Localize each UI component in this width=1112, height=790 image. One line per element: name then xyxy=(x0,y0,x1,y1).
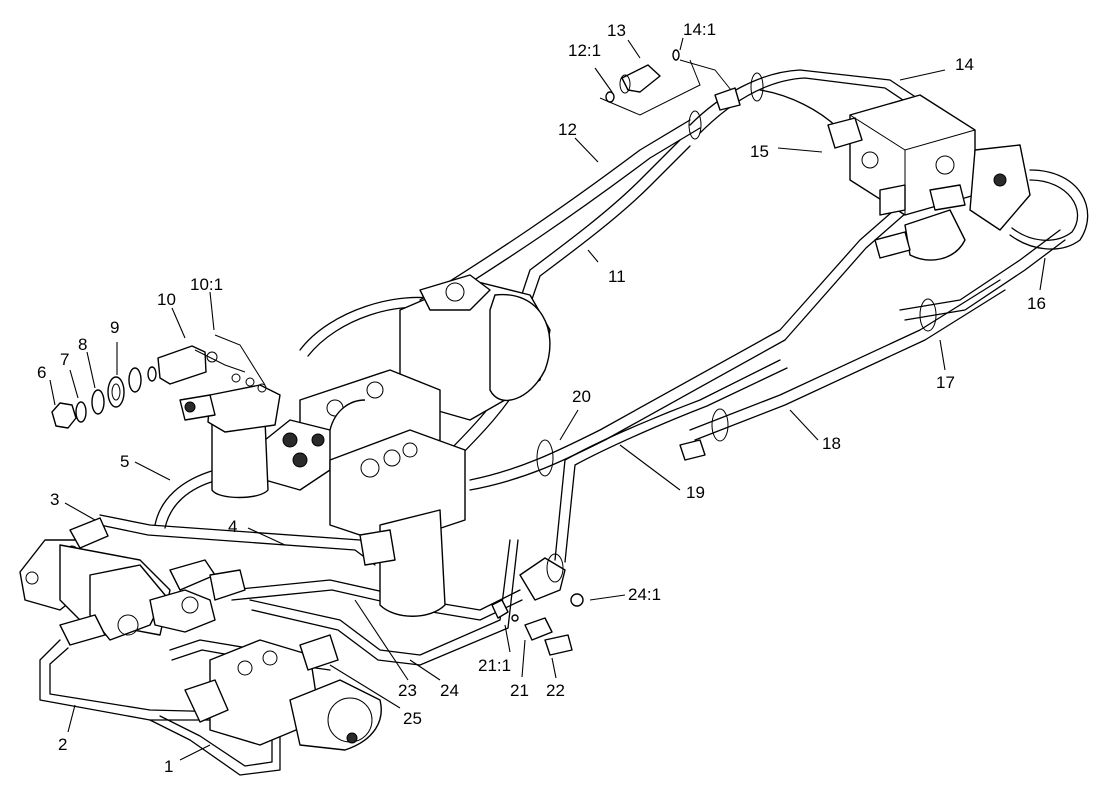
label-19: 19 xyxy=(686,483,705,502)
part-13-fitting xyxy=(599,49,741,116)
fitting-18-end xyxy=(679,439,706,461)
label-11: 11 xyxy=(608,267,626,286)
tube-2 xyxy=(39,639,231,721)
plate-10-1 xyxy=(194,334,266,386)
label-3: 3 xyxy=(50,490,59,509)
leader-lines xyxy=(49,37,1046,761)
hose-16 xyxy=(1009,169,1089,250)
label-18: 18 xyxy=(822,434,841,453)
label-25: 25 xyxy=(403,709,422,728)
label-21: 21 xyxy=(510,681,529,700)
label-20: 20 xyxy=(572,387,591,406)
tube-20 xyxy=(554,359,788,563)
label-23: 23 xyxy=(398,681,417,700)
label-2: 2 xyxy=(58,735,67,754)
label-8: 8 xyxy=(78,335,87,354)
bulkhead-fitting xyxy=(491,553,584,656)
fitting-stack xyxy=(51,345,218,429)
valve-block-15 xyxy=(827,94,1031,261)
label-7: 7 xyxy=(60,350,69,369)
tube-24 xyxy=(229,579,523,621)
label-24: 24 xyxy=(440,681,459,700)
label-15: 15 xyxy=(750,142,769,161)
left-pump-3 xyxy=(19,517,246,646)
clamp-17 xyxy=(919,298,937,332)
label-10-1: 10:1 xyxy=(190,275,223,294)
label-6: 6 xyxy=(37,363,46,382)
label-17: 17 xyxy=(936,373,955,392)
label-12-1: 12:1 xyxy=(568,41,601,60)
label-9: 9 xyxy=(110,318,119,337)
tube-18 xyxy=(689,279,1006,441)
label-10: 10 xyxy=(157,290,176,309)
filter-assembly xyxy=(179,373,281,499)
label-13: 13 xyxy=(607,21,626,40)
clamp-18 xyxy=(711,408,729,442)
tube-11 xyxy=(519,139,691,306)
label-16: 16 xyxy=(1027,294,1046,313)
main-pump-assembly xyxy=(264,274,551,617)
callout-labels: 1 2 3 4 5 6 7 8 9 10 10:1 11 12 12:1 13 … xyxy=(37,20,1046,776)
lower-pump-25 xyxy=(184,634,382,751)
label-24-1: 24:1 xyxy=(628,585,661,604)
label-1: 1 xyxy=(164,757,173,776)
label-14: 14 xyxy=(955,55,974,74)
label-22: 22 xyxy=(546,681,565,700)
tube-17 xyxy=(899,229,1066,321)
clamp-20 xyxy=(536,439,554,477)
label-14-1: 14:1 xyxy=(683,20,716,39)
label-12: 12 xyxy=(558,120,577,139)
tube-1 xyxy=(149,715,281,776)
label-5: 5 xyxy=(120,452,129,471)
tube-5 xyxy=(154,469,219,529)
label-4: 4 xyxy=(228,517,237,536)
label-21-1: 21:1 xyxy=(478,656,511,675)
clamp-upper xyxy=(688,72,764,140)
